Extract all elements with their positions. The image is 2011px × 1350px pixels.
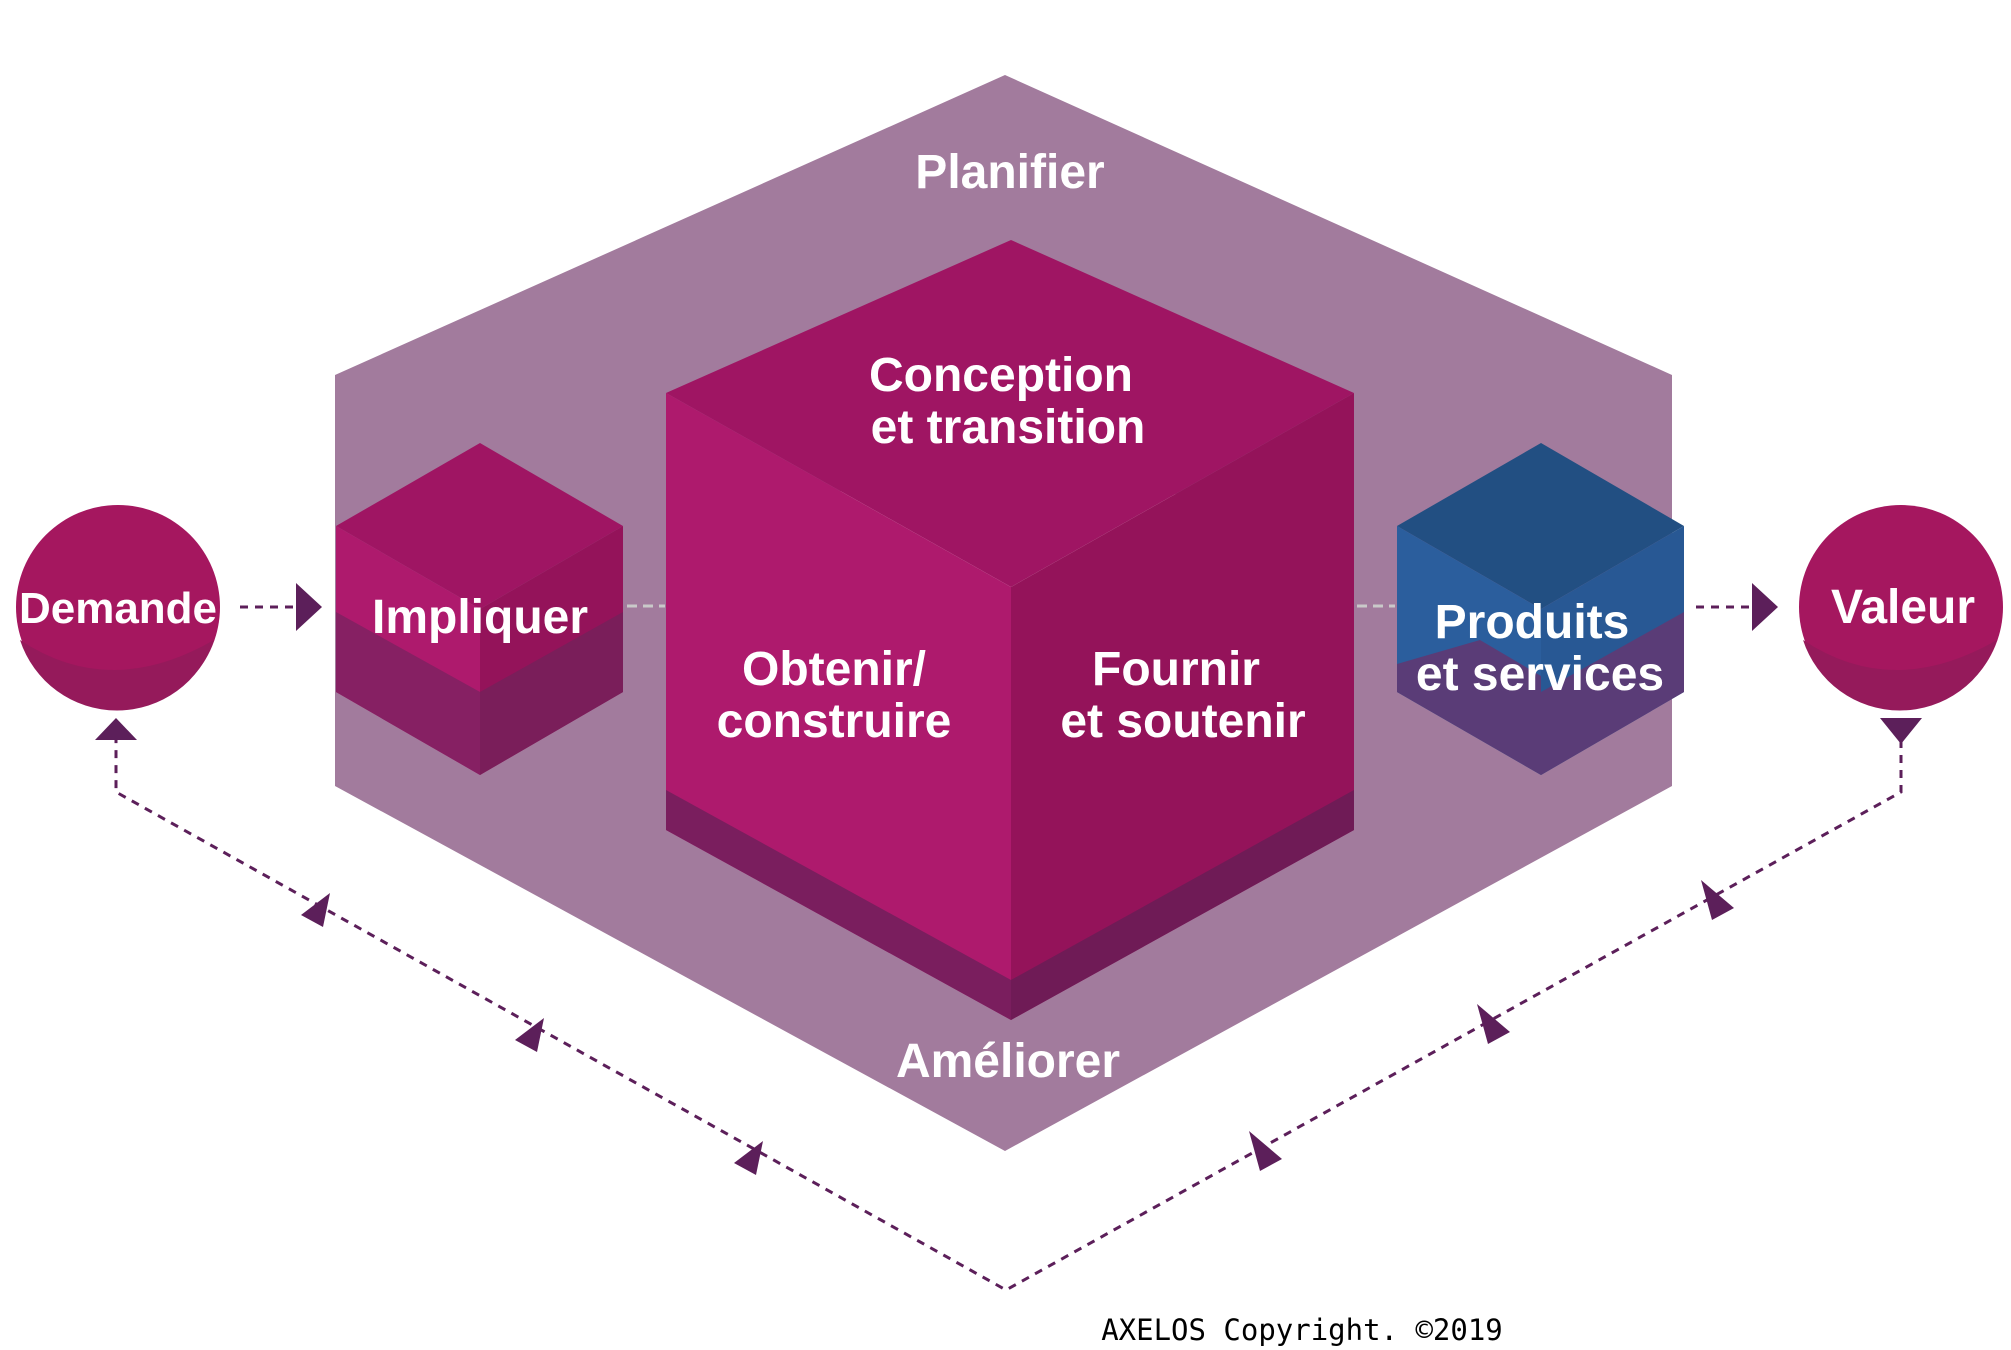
produits-cube-top-face bbox=[1397, 443, 1684, 609]
demande-label: Demande bbox=[19, 584, 217, 633]
demande-to-impliquer-arrowhead bbox=[296, 583, 322, 631]
valeur-node bbox=[1799, 505, 2003, 711]
feedback-demande-arrowhead bbox=[95, 718, 137, 740]
valeur-circle-shade bbox=[1803, 640, 1997, 711]
produits-services-cube bbox=[1397, 443, 1684, 775]
impliquer-cube bbox=[336, 443, 623, 775]
feedback-arrowhead-left-2 bbox=[515, 1018, 544, 1052]
big-cube-bottom-band-left bbox=[666, 790, 1011, 1020]
produits-to-valeur-arrowhead bbox=[1752, 583, 1778, 631]
feedback-arrowhead-right-1 bbox=[1701, 880, 1734, 920]
demande-node bbox=[16, 505, 220, 711]
feedback-loop-line bbox=[114, 740, 1903, 1292]
conception-label-line2: et transition bbox=[871, 401, 1146, 454]
obtenir-label-line1: Obtenir/ bbox=[742, 643, 926, 696]
valeur-label: Valeur bbox=[1831, 581, 1975, 634]
impliquer-label: Impliquer bbox=[372, 591, 588, 644]
valeur-circle bbox=[1799, 505, 2003, 709]
produits-label-line1: Produits bbox=[1435, 596, 1630, 649]
big-cube-top-face bbox=[666, 240, 1354, 587]
fournir-label-line2: et soutenir bbox=[1060, 695, 1305, 748]
conception-label-line1: Conception bbox=[869, 349, 1133, 402]
planifier-ameliorer-hexagon bbox=[335, 75, 1672, 1151]
feedback-arrowhead-left-1 bbox=[734, 1141, 763, 1175]
impliquer-cube-band-left bbox=[336, 612, 480, 775]
demande-circle-shade bbox=[20, 640, 214, 711]
demande-circle bbox=[16, 505, 220, 709]
produits-cube-hexagon-overlap bbox=[1397, 612, 1684, 775]
planifier-label: Planifier bbox=[915, 146, 1104, 199]
impliquer-cube-band-right bbox=[480, 612, 623, 775]
feedback-valeur-marker bbox=[1880, 718, 1922, 744]
impliquer-cube-top-face bbox=[336, 443, 623, 609]
obtenir-label-line2: construire bbox=[717, 695, 952, 748]
ameliorer-label: Améliorer bbox=[896, 1035, 1120, 1088]
big-cube-bottom-band-right bbox=[1011, 790, 1354, 1020]
fournir-label-line1: Fournir bbox=[1092, 643, 1260, 696]
feedback-arrowhead-left-3 bbox=[301, 893, 330, 927]
produits-label-line2: et services bbox=[1416, 648, 1664, 701]
copyright-text: AXELOS Copyright. ©2019 bbox=[1101, 1313, 1503, 1347]
feedback-arrowhead-right-2 bbox=[1477, 1004, 1510, 1044]
feedback-arrowhead-right-3 bbox=[1249, 1131, 1282, 1171]
big-cube bbox=[666, 240, 1354, 1020]
